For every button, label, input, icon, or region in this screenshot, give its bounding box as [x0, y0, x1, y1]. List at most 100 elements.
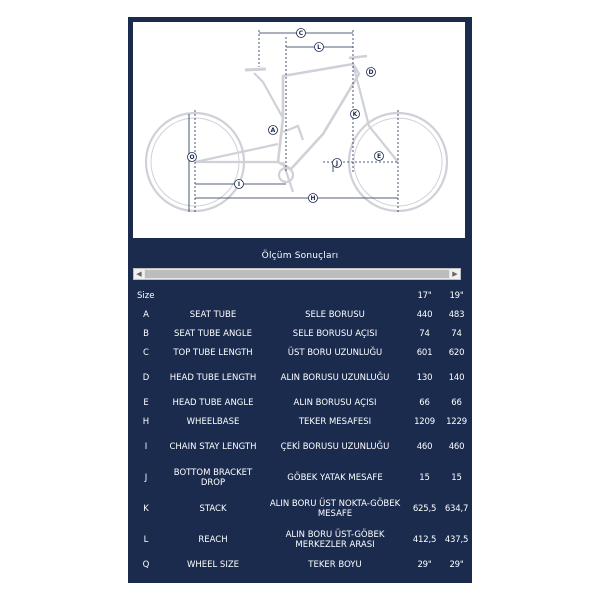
row-value-17: 412,5: [412, 534, 437, 545]
bike-outline: [144, 54, 449, 213]
table-row: C TOP TUBE LENGTH ÜST BORU UZUNLUĞU 601 620: [128, 344, 472, 363]
bike-geometry-diagram: C L D K A O E J I H: [133, 22, 465, 238]
geometry-panel: C L D K A O E J I H Ölçüm Sonuçları ◀ ▶ …: [128, 17, 472, 583]
marker-label: L: [317, 44, 321, 51]
row-value-17: 15: [419, 472, 430, 483]
row-value-17: 130: [416, 372, 433, 383]
marker-o: O: [187, 152, 197, 162]
row-value-19: 15: [451, 472, 462, 483]
row-name-tr: ALIN BORUSU UZUNLUĞU: [280, 372, 390, 383]
row-name-en: SEAT TUBE ANGLE: [174, 328, 252, 339]
row-name-tr: GÖBEK YATAK MESAFE: [287, 472, 383, 483]
row-value-19: 634,7: [444, 503, 469, 514]
seat-tube: [253, 72, 284, 119]
marker-label: O: [189, 154, 194, 161]
row-code: K: [143, 503, 149, 514]
marker-l: L: [314, 42, 324, 52]
row-value-19: 140: [448, 372, 465, 383]
table-row: K STACK ALIN BORU ÜST NOKTA-GÖBEK MESAFE 62…: [128, 494, 472, 525]
row-code: Q: [142, 559, 150, 570]
marker-j: J: [332, 158, 342, 168]
marker-d: D: [366, 67, 376, 77]
marker-label: A: [271, 127, 276, 134]
marker-label: I: [238, 181, 240, 188]
size-header-row: Size 17" 19": [128, 287, 472, 306]
marker-label: J: [335, 160, 338, 167]
marker-label: D: [369, 69, 374, 76]
row-name-tr: TEKER MESAFESI: [298, 416, 372, 427]
marker-h: H: [308, 193, 318, 203]
marker-c: C: [296, 28, 306, 38]
row-value-17: 74: [419, 328, 430, 339]
marker-label: E: [377, 153, 381, 160]
row-value-17: 601: [416, 347, 433, 358]
row-name-en: REACH: [198, 534, 228, 545]
row-value-19: 1229: [446, 416, 467, 427]
row-name-en: STACK: [199, 503, 227, 514]
size-19: 19": [449, 290, 464, 301]
row-name-en: SEAT TUBE: [189, 309, 237, 320]
marker-e: E: [374, 151, 384, 161]
row-name-tr: ÜST BORU UZUNLUĞU: [287, 347, 383, 358]
fork: [351, 63, 399, 163]
row-name-en: TOP TUBE LENGTH: [173, 347, 253, 358]
scroll-left-icon[interactable]: ◀: [134, 269, 144, 279]
marker-k: K: [350, 109, 360, 119]
marker-i: I: [234, 179, 244, 189]
shock: [282, 124, 305, 141]
crank: [281, 161, 295, 193]
saddle: [244, 67, 267, 72]
row-value-17: 66: [419, 397, 430, 408]
dimension-markers: C L D K A O E J I H: [187, 28, 384, 203]
row-code: J: [144, 472, 148, 483]
row-value-19: 460: [448, 441, 465, 452]
row-code: I: [144, 441, 148, 452]
marker-a: A: [268, 125, 278, 135]
results-caption: Ölçüm Sonuçları: [261, 251, 339, 261]
table-row: D HEAD TUBE LENGTH ALIN BORUSU UZUNLUĞU 130…: [128, 363, 472, 394]
row-value-17: 440: [416, 309, 433, 320]
scroll-thumb[interactable]: [145, 270, 449, 278]
row-name-en: WHEEL SIZE: [186, 559, 240, 570]
horizontal-scrollbar[interactable]: ◀ ▶: [133, 268, 461, 280]
marker-label: H: [310, 195, 315, 202]
row-code: D: [142, 372, 150, 383]
row-name-tr: TEKER BOYU: [308, 559, 362, 570]
table-row: H WHEELBASE TEKER MESAFESI 1209 1229: [128, 413, 472, 432]
row-name-en: HEAD TUBE LENGTH: [169, 372, 257, 383]
row-value-19: 74: [451, 328, 462, 339]
row-code: H: [142, 416, 150, 427]
marker-label: K: [353, 111, 358, 118]
row-name-tr: ALIN BORU ÜST NOKTA-GÖBEK MESAFE: [269, 498, 401, 519]
row-code: L: [143, 534, 149, 545]
row-name-en: HEAD TUBE ANGLE: [172, 397, 254, 408]
row-value-17: 625,5: [412, 503, 437, 514]
row-code: E: [143, 397, 149, 408]
rear-triangle: [194, 142, 279, 164]
row-value-19: 29": [449, 559, 464, 570]
row-value-17: 460: [416, 441, 433, 452]
scroll-right-icon[interactable]: ▶: [450, 269, 460, 279]
row-code: C: [143, 347, 149, 358]
bike-geometry-svg: C L D K A O E J I H: [144, 28, 449, 213]
row-value-19: 483: [448, 309, 465, 320]
size-label: Size: [137, 290, 155, 301]
table-row: L REACH ALIN BORU ÜST-GÖBEK MERKEZLER ARAS…: [128, 525, 472, 556]
row-value-19: 620: [448, 347, 465, 358]
row-name-en: WHEELBASE: [186, 416, 240, 427]
row-code: A: [143, 309, 149, 320]
row-name-tr: ALIN BORU ÜST-GÖBEK MERKEZLER ARASI: [285, 529, 385, 550]
row-name-tr: ÇEKİ BORUSU UZUNLUĞU: [280, 441, 390, 452]
row-value-17: 1209: [414, 416, 435, 427]
size-17: 17": [417, 290, 432, 301]
marker-label: C: [299, 30, 304, 37]
row-code: B: [143, 328, 149, 339]
